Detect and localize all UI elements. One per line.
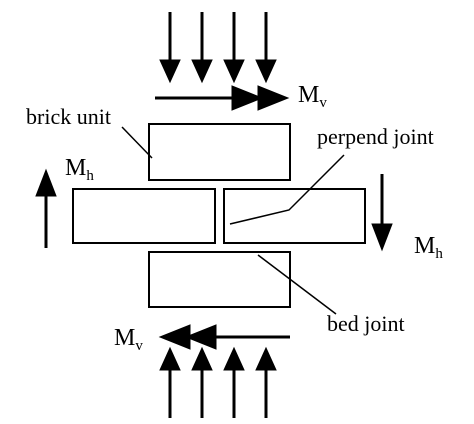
mh-left-arrow bbox=[35, 168, 57, 248]
bottom-arrow-4 bbox=[255, 346, 277, 418]
brick-middle-left bbox=[72, 188, 216, 244]
brick-top bbox=[148, 123, 291, 181]
top-arrow-3 bbox=[223, 12, 245, 84]
label-bed-joint: bed joint bbox=[327, 311, 405, 336]
label-perpend-joint: perpend joint bbox=[317, 124, 434, 149]
label-mv-top: Mv bbox=[298, 82, 327, 111]
bricks bbox=[72, 123, 366, 308]
label-mh-right: Mh bbox=[414, 233, 443, 262]
brick-bottom bbox=[148, 251, 291, 308]
bottom-arrow-2 bbox=[191, 346, 213, 418]
bottom-arrow-3 bbox=[223, 346, 245, 418]
label-mh-left: Mh bbox=[65, 155, 94, 184]
top-compression-arrows bbox=[159, 12, 277, 84]
top-arrow-2 bbox=[191, 12, 213, 84]
brick-middle-right bbox=[223, 188, 366, 244]
label-brick-unit: brick unit bbox=[26, 104, 111, 129]
bed-joint-leader bbox=[257, 254, 337, 315]
leader-lines bbox=[121, 126, 345, 315]
bottom-arrow-1 bbox=[159, 346, 181, 418]
top-arrow-1 bbox=[159, 12, 181, 84]
mv-top-arrow bbox=[155, 85, 290, 111]
mh-right-arrow bbox=[371, 174, 393, 252]
perpend-joint-leader bbox=[229, 154, 345, 225]
label-mv-bottom: Mv bbox=[114, 325, 143, 354]
bottom-compression-arrows bbox=[159, 346, 277, 418]
top-arrow-4 bbox=[255, 12, 277, 84]
mv-bottom-arrow bbox=[158, 324, 290, 350]
brick-unit-leader bbox=[121, 126, 153, 159]
